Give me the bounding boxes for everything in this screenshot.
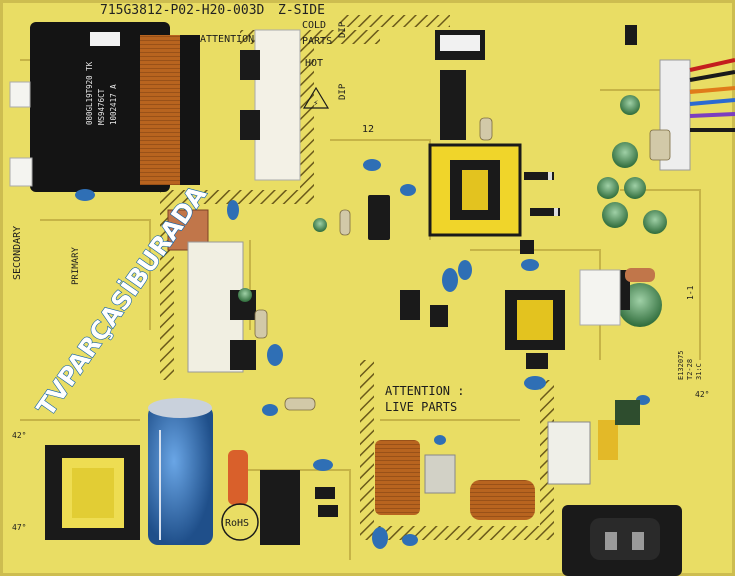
varistor <box>598 420 618 460</box>
rohs-badge: RoHS <box>221 503 259 541</box>
line-filter-chokes <box>375 440 535 520</box>
primary-label: PRIMARY <box>71 246 81 285</box>
side-text-3: 31:C <box>695 363 703 380</box>
relay-box <box>424 454 456 494</box>
heatsink-left <box>187 241 256 373</box>
connector-left-2 <box>9 157 33 187</box>
mark-42-right: 42° <box>695 390 709 399</box>
side-text-2: T2-28 <box>686 359 694 380</box>
resistors <box>254 117 671 411</box>
secondary-label: SECONDARY <box>12 226 23 280</box>
dip-label: DIP <box>338 83 348 100</box>
high-voltage-warning-icon: ⚡ <box>302 86 330 109</box>
mark-42-left: 42° <box>12 431 26 440</box>
ic-socket-top <box>435 30 485 140</box>
mark-47: 47° <box>12 523 26 532</box>
ac-power-socket <box>562 505 682 576</box>
marker-1-1: 1-1 <box>686 285 695 300</box>
live-parts-label: LIVE PARTS <box>385 400 457 414</box>
bridge-rectifier <box>260 470 300 545</box>
attention-top-label: ATTENTION <box>200 34 254 45</box>
blue-ceramic-capacitors <box>16 159 650 549</box>
secondary-transformer <box>428 143 522 237</box>
pfc-inductor <box>45 445 140 540</box>
hot-label: HOT <box>305 58 323 69</box>
diodes <box>524 172 560 216</box>
cold-label: COLD <box>302 20 326 31</box>
side-text-1: E132075 <box>677 350 685 380</box>
heatsink-right <box>579 269 621 326</box>
parts-label: PARTS <box>302 36 332 47</box>
standby-transformer <box>505 290 565 350</box>
transformer-label-line-1: 080GL19T920 TK <box>85 61 94 125</box>
main-transformer: 080GL19T920 TK MS9476CT 1002417 A <box>30 22 200 192</box>
board-side: Z-SIDE <box>278 3 325 18</box>
label-12: 12 <box>362 124 374 135</box>
rohs-label: RoHS <box>225 518 249 529</box>
connector-left-1 <box>9 81 31 108</box>
svg-text:⚡: ⚡ <box>313 99 318 109</box>
y-capacitor-box <box>547 421 591 485</box>
attention-main-label: ATTENTION : <box>385 384 464 398</box>
bulk-capacitor-blue <box>148 398 213 545</box>
board-part-number: 715G3812-P02-H20-003D <box>100 3 265 18</box>
dip-label-top: DIP <box>338 21 348 38</box>
wire-harness <box>659 58 735 171</box>
heatsink-top <box>254 29 301 181</box>
orange-resistor <box>228 450 248 505</box>
transformer-label-line-3: 1002417 A <box>109 84 118 125</box>
fuse <box>615 400 640 425</box>
transformer-label-line-2: MS9476CT <box>97 88 106 125</box>
